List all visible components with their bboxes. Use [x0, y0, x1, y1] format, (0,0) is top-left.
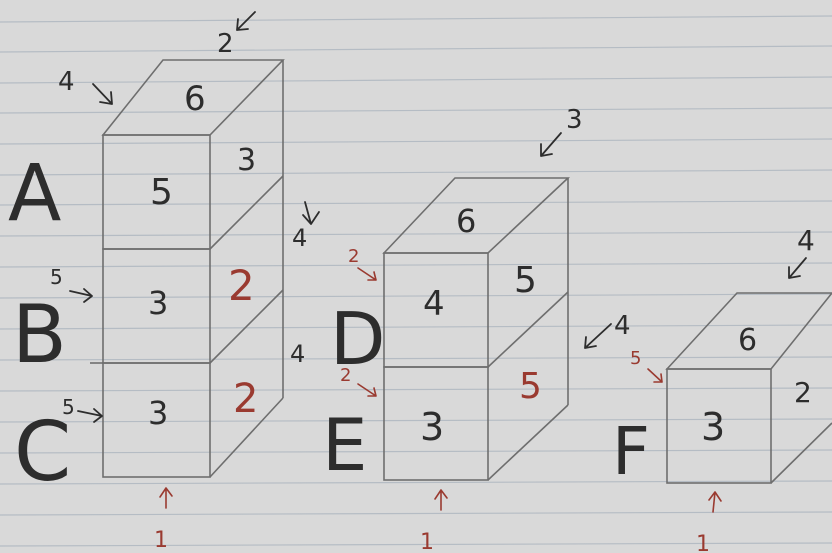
- arrow-stack1-bottom: [160, 488, 172, 508]
- arrow-f: [648, 369, 662, 382]
- arrow-stack2-bottom-label: 1: [420, 530, 434, 553]
- label-c: C: [14, 405, 71, 500]
- arrow-side-lower-label: 4: [290, 340, 305, 368]
- cube-d-side-value: 5: [514, 260, 537, 301]
- stack2-top-value: 6: [456, 202, 476, 240]
- arrow-stack3-bottom: [709, 492, 721, 512]
- cube-f-side-value: 2: [794, 376, 812, 409]
- arrow-side-upper: [303, 202, 319, 224]
- arrow-stack1-top-right-label: 2: [217, 29, 234, 59]
- arrow-stack2-side-label: 4: [614, 311, 631, 341]
- arrow-side-upper-label: 4: [292, 224, 307, 252]
- cube-d-front-value: 4: [423, 284, 445, 324]
- arrow-stack1-bottom-label: 1: [154, 528, 168, 553]
- arrow-stack3-bottom-label: 1: [696, 532, 710, 553]
- arrow-stack2-top-right: [541, 133, 561, 156]
- label-a: A: [8, 149, 61, 239]
- arrow-b-label: 5: [50, 265, 63, 289]
- arrows-black: [70, 12, 806, 422]
- arrow-b: [70, 289, 92, 302]
- cube-b-side-value: 2: [228, 261, 255, 310]
- arrow-stack2-side: [585, 324, 611, 348]
- stack1-text: A B C 6 5 3 3 3 2 2 4 2 5 5 4 4 1: [8, 29, 307, 553]
- cube-c-side-value: 2: [233, 376, 258, 422]
- arrow-d-label: 2: [348, 246, 359, 267]
- cube-e-side-value: 5: [519, 366, 542, 407]
- cube-b-front-value: 3: [148, 284, 168, 322]
- ruled-lines: [0, 16, 832, 546]
- cube-c-front-value: 3: [148, 394, 168, 432]
- label-e: E: [322, 403, 368, 487]
- arrow-f-label: 5: [630, 348, 641, 369]
- label-b: B: [12, 288, 67, 381]
- cube-a-side-value: 3: [237, 143, 256, 178]
- label-d: D: [330, 297, 385, 381]
- cube-a-front-value: 5: [150, 172, 173, 213]
- arrow-c: [78, 409, 102, 422]
- arrow-d: [358, 268, 376, 280]
- stack3-top-value: 6: [738, 323, 757, 358]
- cube-e-front-value: 3: [420, 405, 444, 449]
- stack1-top-value: 6: [184, 79, 206, 119]
- arrow-stack2-top-right-label: 3: [566, 105, 583, 135]
- arrow-stack3-top-right-label: 4: [797, 224, 815, 257]
- arrow-stack1-top-left: [93, 84, 112, 104]
- label-f: F: [612, 413, 650, 490]
- cube-f-front-value: 3: [701, 405, 725, 449]
- arrow-e-label: 2: [340, 365, 351, 386]
- arrow-stack2-bottom: [435, 490, 447, 510]
- arrow-stack1-top-right: [237, 12, 255, 30]
- arrow-c-label: 5: [62, 395, 75, 419]
- arrow-stack3-top-right: [789, 258, 806, 278]
- arrow-stack1-top-left-label: 4: [58, 67, 75, 97]
